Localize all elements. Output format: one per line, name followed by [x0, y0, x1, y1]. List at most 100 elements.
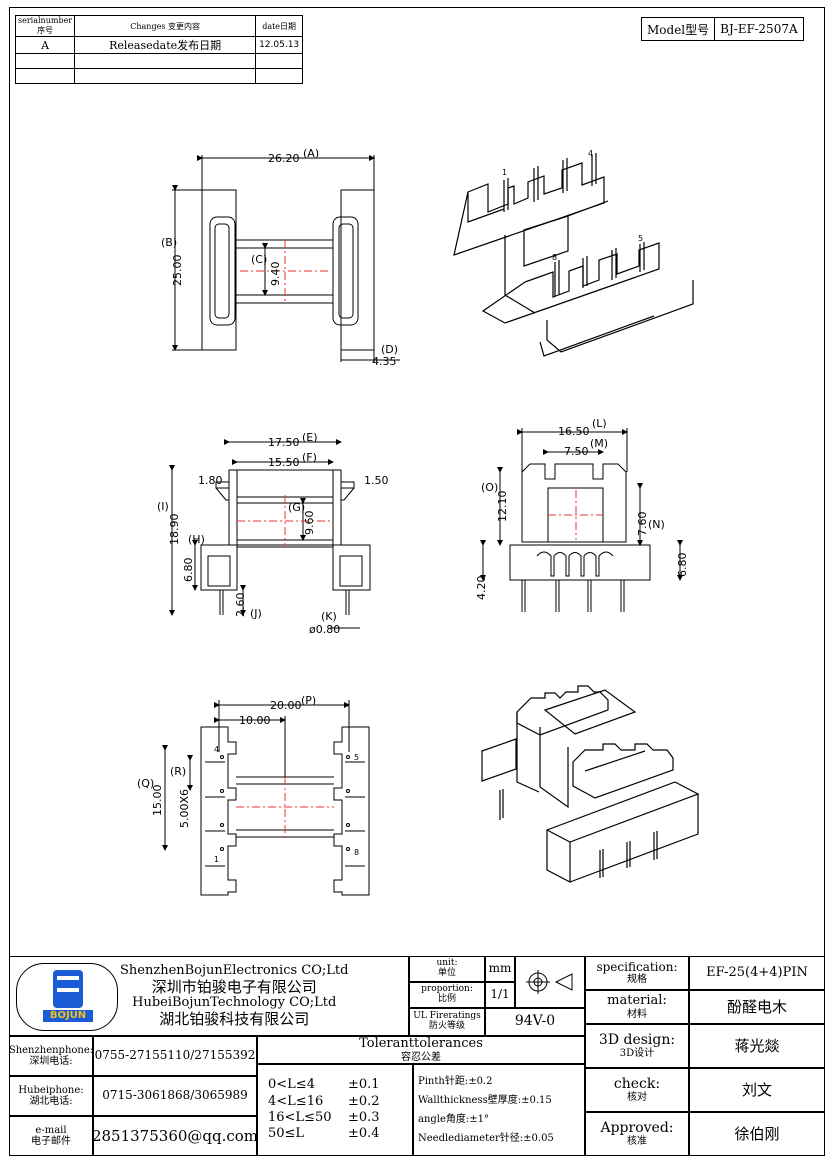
bottom-pin-label: 8: [354, 848, 359, 857]
unit-label-en: unit:: [436, 958, 458, 969]
dim-B-tag: (B): [161, 236, 177, 249]
tolerance-value: ±0.3: [348, 1110, 380, 1125]
dim-left-small: 1.80: [198, 474, 223, 487]
company-name-4: 湖北铂骏科技有限公司: [159, 1010, 310, 1028]
approved-label: Approved:核准: [585, 1112, 689, 1156]
title-block: BOJUN ShenzhenBojunElectronics CO;Ltd 深圳…: [9, 956, 825, 1156]
dim-H: 6.80: [182, 558, 195, 583]
design-value: 蒋光燚: [689, 1024, 825, 1068]
dim-L-tag: (L): [592, 417, 607, 430]
dim-D: 4.35: [372, 355, 397, 368]
check-value: 刘文: [689, 1068, 825, 1112]
spec-label: specification:规格: [585, 956, 689, 990]
email-value: 2851375360@qq.com: [92, 1116, 258, 1156]
bottom-view: [162, 700, 370, 896]
proportion-label-cn: 比例: [437, 994, 456, 1004]
top-view: [172, 155, 400, 362]
revision-serial: [14, 68, 76, 84]
dim-O: 12.10: [496, 491, 509, 523]
unit-label-cn: 单位: [437, 968, 456, 978]
company-logo: BOJUN: [16, 963, 118, 1031]
proportion-label: proportion:比例: [409, 982, 485, 1008]
unit-value: mm: [485, 956, 515, 982]
unit-label: unit:单位: [409, 956, 485, 982]
dim-P: 20.00: [270, 699, 302, 712]
dim-O-tag: (O): [481, 481, 498, 494]
dim-C: 9.40: [269, 262, 282, 287]
spec-label-en: specification:: [596, 959, 678, 974]
tolerance-range: 0<L≤4: [268, 1077, 315, 1093]
sz-phone-label-en: Shenzhenphone:: [8, 1045, 94, 1056]
dim-N-tag: (N): [648, 518, 665, 531]
ul-label-cn: 防火等级: [428, 1021, 465, 1031]
tolerance-range: 4<L≤16: [268, 1093, 324, 1109]
dim-P-half: 10.00: [239, 714, 271, 727]
dim-F: 15.50: [268, 456, 300, 469]
iso-pin-label: 8: [552, 253, 557, 262]
design-label-cn: 3D设计: [619, 1048, 655, 1060]
tolerance-value: ±0.4: [348, 1126, 380, 1142]
logo-text: BOJUN: [43, 1010, 93, 1022]
dim-I-tag: (I): [157, 500, 169, 513]
check-label-en: check:: [613, 1075, 661, 1092]
approved-label-cn: 核准: [627, 1136, 647, 1148]
tolerance-note: Wallthickness壁厚度:±0.15: [418, 1095, 552, 1106]
dim-right-small: 1.50: [364, 474, 389, 487]
approved-label-en: Approved:: [600, 1119, 674, 1136]
dim-Q-tag: (Q): [137, 777, 154, 790]
dim-L: 16.50: [558, 425, 590, 438]
dim-R: 5.00X6: [178, 789, 191, 828]
dim-K: ø0.80: [309, 623, 340, 636]
tolerance-title-en: Toleranttolerances: [359, 1036, 483, 1052]
bottom-pin-label: 1: [214, 855, 219, 864]
dim-G: 9.60: [303, 511, 316, 536]
material-label: material:材料: [585, 990, 689, 1024]
dim-E-tag: (E): [302, 431, 318, 444]
company-name-2: 深圳市铂骏电子有限公司: [151, 978, 317, 996]
tolerance-value: ±0.2: [348, 1093, 380, 1109]
dim-Q: 15.00: [151, 785, 164, 817]
bottom-pin-label: 5: [354, 753, 359, 762]
model-label: Model型号: [640, 17, 716, 41]
dim-G-tag: (G): [288, 501, 305, 514]
model-value: BJ-EF-2507A: [714, 17, 804, 41]
iso-view-bottom: [481, 685, 700, 883]
proportion-label-en: proportion:: [421, 984, 473, 995]
dim-P-tag: (P): [301, 694, 316, 707]
dim-J: 2.60: [234, 593, 247, 618]
side-view: [480, 428, 683, 612]
dim-K-tag: (K): [321, 610, 337, 623]
dim-A: 26.20: [268, 152, 300, 165]
iso-pin-label: 4: [588, 149, 593, 158]
tolerance-grid: 0<L≤4±0.1 4<L≤16±0.2 16<L≤50±0.3 50≤L±0.…: [258, 1078, 408, 1141]
dim-M: 7.50: [564, 445, 589, 458]
email-label-cn: 电子邮件: [31, 1136, 71, 1147]
dim-E: 17.50: [268, 436, 300, 449]
bottom-pin-label: 4: [214, 745, 219, 754]
dim-side-right: 6.80: [676, 553, 689, 578]
check-label-cn: 核对: [627, 1092, 647, 1104]
sz-phone-label: Shenzhenphone:深圳电话:: [9, 1036, 93, 1076]
company-name-3: HubeiBojunTechnology CO;Ltd: [132, 995, 337, 1010]
dim-side-bottom: 4.20: [475, 576, 488, 601]
model-box: Model型号 BJ-EF-2507A: [640, 17, 804, 41]
tolerance-ranges: 0<L≤4±0.1 4<L≤16±0.2 16<L≤50±0.3 50≤L±0.…: [257, 1064, 413, 1156]
dim-A-tag: (A): [303, 147, 319, 160]
hb-phone-label: Hubeiphone:湖北电话:: [9, 1076, 93, 1116]
tolerance-note: Needlediameter针径:±0.05: [418, 1133, 554, 1144]
company-area: BOJUN ShenzhenBojunElectronics CO;Ltd 深圳…: [9, 956, 409, 1036]
projection-icon: [526, 970, 573, 994]
dim-H-tag: (H): [188, 533, 205, 546]
spec-value: EF-25(4+4)PIN: [689, 956, 825, 990]
company-name-1: ShenzhenBojunElectronics CO;Ltd: [120, 963, 349, 978]
dim-D-tag: (D): [381, 343, 398, 356]
dim-N: 7.60: [636, 512, 649, 537]
material-value: 酚醛电木: [689, 990, 825, 1024]
revision-row: [14, 68, 304, 84]
ul-value: 94V-0: [485, 1008, 585, 1036]
tolerance-note: Pinth针距:±0.2: [418, 1076, 493, 1087]
company-names: ShenzhenBojunElectronics CO;Ltd 深圳市铂骏电子有…: [120, 963, 348, 1027]
dim-M-tag: (M): [590, 437, 608, 450]
